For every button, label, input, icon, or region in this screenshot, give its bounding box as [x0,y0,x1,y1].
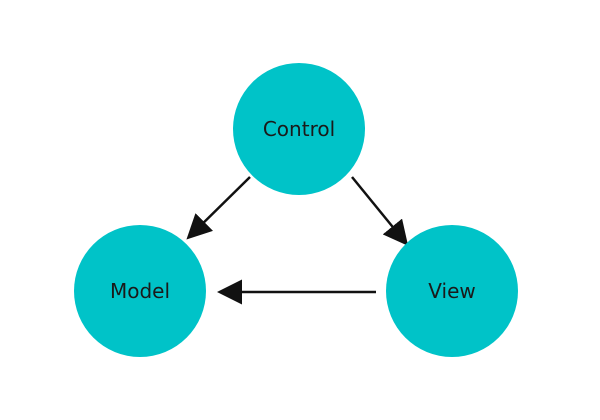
node-model-label: Model [110,279,170,303]
node-control: Control [233,63,365,195]
arrow-control-to-view [351,176,409,246]
node-view-circle [386,225,518,357]
node-model-circle [74,225,206,357]
node-view-label: View [428,279,475,303]
node-control-circle [233,63,365,195]
node-control-label: Control [263,117,335,141]
arrow-control-to-model [186,176,251,240]
node-view: View [386,225,518,357]
node-model: Model [74,225,206,357]
